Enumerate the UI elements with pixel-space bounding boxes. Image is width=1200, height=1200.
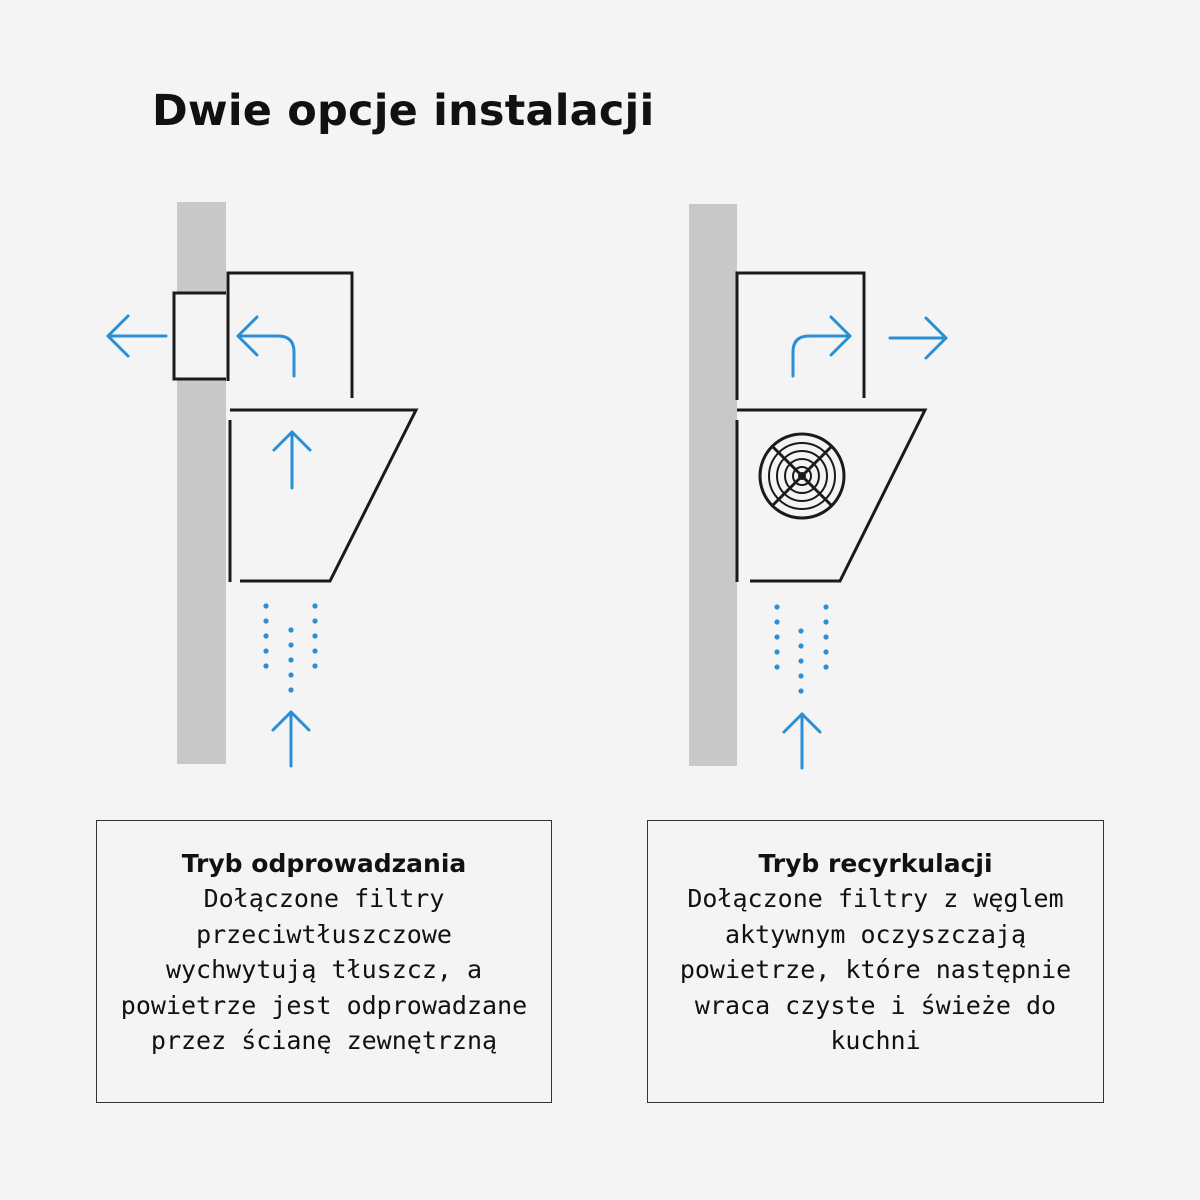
chimney-cover-left <box>226 271 354 398</box>
wall-right <box>689 204 737 766</box>
panel-text-line: wychwytują tłuszcz, a <box>165 955 483 984</box>
hood-body-right <box>737 408 928 583</box>
curved-arrow-right-icon <box>791 315 852 378</box>
panel-text-line: aktywnym oczyszczają <box>724 919 1027 949</box>
extraction-mode-panel: Tryb odprowadzania Dołączone filtry prze… <box>96 820 552 1103</box>
arrow-up-icon <box>272 430 312 490</box>
airflow-dots-left <box>263 603 318 693</box>
panel-text-line: powietrze jest odprowadzane <box>120 990 528 1020</box>
panel-text-line: wraca czyste i świeże do <box>694 990 1057 1020</box>
panel-text-line: kuchni <box>830 1026 921 1055</box>
wall-left <box>177 202 226 764</box>
panel-text-line: przez ścianę zewnętrzną <box>150 1026 498 1055</box>
installation-diagram <box>106 202 948 770</box>
panel-text-line: Dołączone filtry <box>203 884 445 913</box>
arrow-up-bottom-right-icon <box>782 712 822 770</box>
arrow-right-icon <box>888 316 948 360</box>
recirculation-mode-diagram <box>689 204 948 770</box>
page-title: Dwie opcje instalacji <box>152 86 655 136</box>
panel-text-line: Dołączone filtry z węglem <box>687 884 1064 913</box>
panel-text-line: powietrze, które następnie <box>679 955 1072 984</box>
wall-duct <box>172 291 226 381</box>
hood-body-left <box>230 408 419 583</box>
recirculation-mode-panel: Tryb recyrkulacji Dołączone filtry z węg… <box>647 820 1104 1103</box>
arrow-left-icon <box>106 314 168 358</box>
airflow-dots-right <box>774 604 829 694</box>
panel-text-line: przeciwtłuszczowe <box>196 919 452 949</box>
fan-icon <box>758 432 846 520</box>
curved-arrow-left-icon <box>236 315 296 378</box>
panel-heading: Tryb recyrkulacji <box>758 849 993 878</box>
panel-heading: Tryb odprowadzania <box>181 849 467 878</box>
arrow-up-bottom-icon <box>271 710 311 768</box>
extraction-mode-diagram <box>106 202 419 768</box>
chimney-cover-right <box>735 271 866 400</box>
